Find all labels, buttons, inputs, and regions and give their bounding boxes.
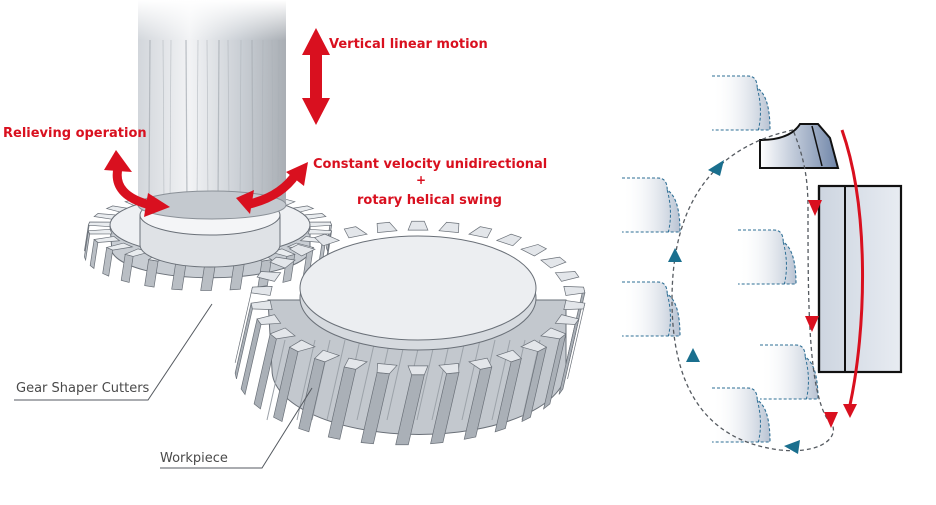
cutters-label: Gear Shaper Cutters [16,381,150,396]
workpiece-gear [234,220,586,446]
workpiece-hub-top [299,235,537,341]
tooth-path-schematic [622,75,903,454]
relieving-label: Relieving operation [3,126,147,141]
blue-direction-arrows [668,160,800,454]
red-direction-arrows [805,200,838,428]
vertical-motion-label: Vertical linear motion [329,37,488,52]
spindle [130,0,295,220]
rotation-curve [840,129,865,418]
rotary-swing-label: rotary helical swing [357,193,502,208]
workpiece-label: Workpiece [160,451,228,466]
constant-velocity-label: Constant velocity unidirectional [313,157,547,172]
cutting-path [671,129,834,452]
vertical-motion-arrow [302,28,330,125]
workpiece-callout: Workpiece [160,387,313,469]
relieving-arrow [104,150,170,217]
plus-label: + [416,173,426,187]
ghost-cutter-teeth [622,75,819,443]
cutter-callout: Gear Shaper Cutters [14,303,213,401]
rotary-swing-arrow [236,162,308,214]
